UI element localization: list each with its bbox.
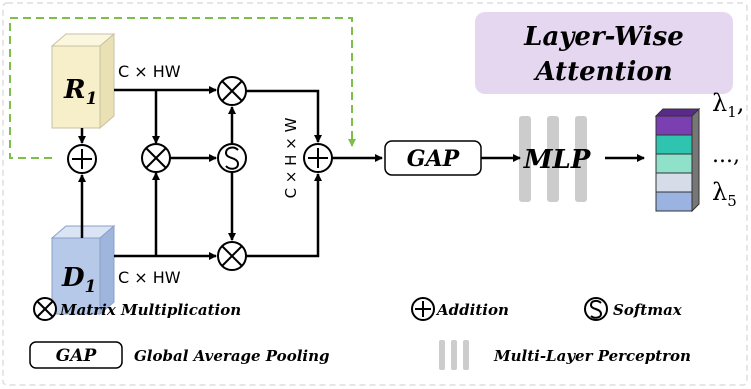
- title-line-2: Attention: [532, 57, 672, 87]
- legend-gap-box: [29, 341, 123, 369]
- lambda-ellipsis: ...,: [712, 143, 740, 168]
- output-weight-stack: [654, 107, 701, 213]
- matmul-operator-bottom: [217, 241, 247, 271]
- legend-softmax-icon: [584, 297, 608, 321]
- d1-feature-cube: [50, 224, 116, 316]
- lambda-first: λ1,: [712, 89, 744, 121]
- legend-softmax-label: Softmax: [613, 301, 683, 319]
- gap-block-label: GAP: [407, 146, 461, 172]
- legend-mlp-label: Multi-Layer Perceptron: [493, 347, 691, 365]
- dim-label-top: C × HW: [118, 62, 181, 81]
- skip-connection-arrow: [9, 17, 356, 159]
- d1-label: D1: [61, 263, 96, 297]
- r1-label: R1: [63, 75, 97, 109]
- legend-matmul-label: Matrix Multiplication: [59, 301, 241, 319]
- mlp-bars: [519, 116, 587, 202]
- title-box: [475, 12, 733, 94]
- title-line-1: Layer-Wise: [523, 22, 684, 52]
- addition-operator-right: [303, 143, 333, 173]
- legend-matmul-icon: [33, 297, 57, 321]
- legend-gap-abbrev: GAP: [56, 346, 98, 366]
- matmul-operator-middle: [141, 143, 171, 173]
- mlp-label: MLP: [523, 145, 592, 175]
- lambda-last: λ5: [712, 178, 737, 210]
- addition-operator-left: [67, 144, 97, 174]
- matmul-operator-top: [217, 76, 247, 106]
- legend-addition-label: Addition: [435, 301, 509, 319]
- stack-cell: [655, 134, 693, 155]
- stack-cell: [655, 172, 693, 193]
- stack-cell: [655, 115, 693, 136]
- legend-mlp-bars-icon: [439, 340, 469, 370]
- dim-label-vertical: C × H × W: [282, 117, 300, 198]
- stack-cell: [655, 191, 693, 212]
- legend-addition-icon: [411, 297, 435, 321]
- stack-cell: [655, 153, 693, 174]
- r1-feature-cube: [50, 32, 116, 130]
- top-matmul-to-add-arrow: [246, 89, 322, 143]
- softmax-operator: [217, 143, 247, 173]
- bottom-matmul-to-add-arrow: [246, 173, 322, 258]
- legend-gap-label: Global Average Pooling: [134, 347, 329, 365]
- dim-label-bottom: C × HW: [118, 268, 181, 287]
- stack-side-face: [691, 107, 700, 213]
